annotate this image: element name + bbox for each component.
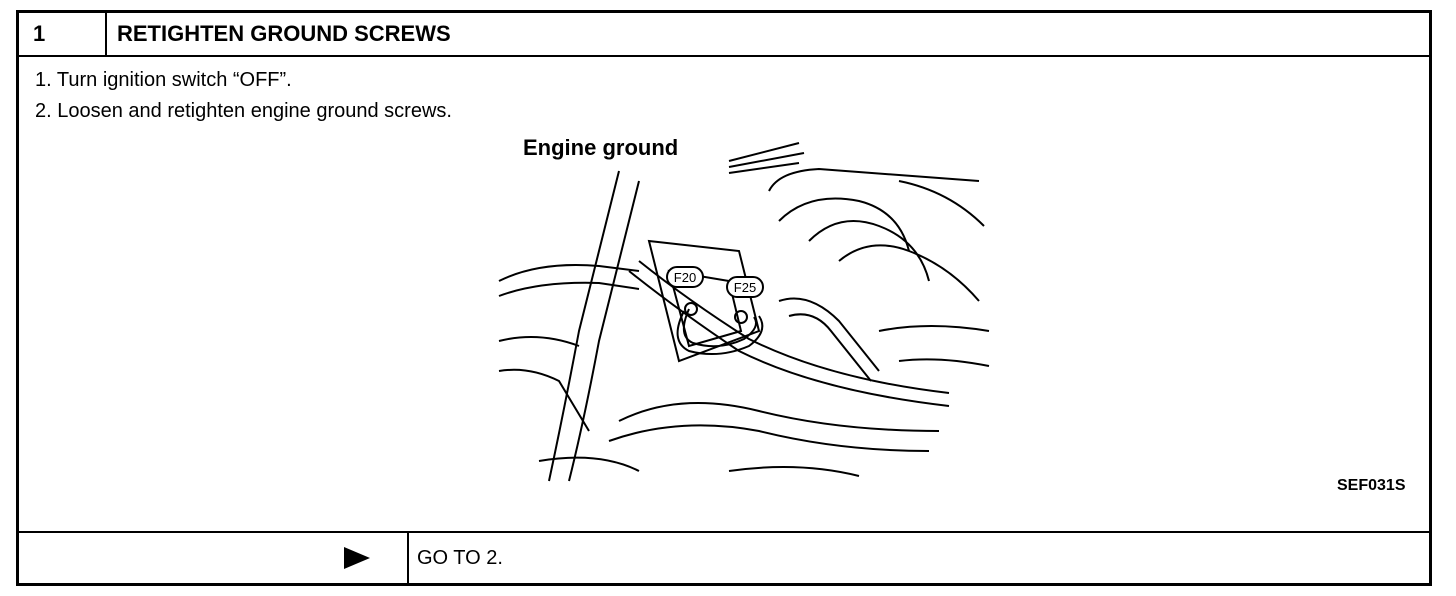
step-number: 1 xyxy=(19,13,107,55)
step-header: 1 RETIGHTEN GROUND SCREWS xyxy=(19,13,1429,57)
figure-label: Engine ground xyxy=(523,135,679,160)
connector-label-f25: F25 xyxy=(734,280,756,295)
instruction-item-2: 2. Loosen and retighten engine ground sc… xyxy=(35,100,452,122)
instruction-item-1: 1. Turn ignition switch “OFF”. xyxy=(35,69,292,91)
step-footer: GO TO 2. xyxy=(19,531,1429,583)
instruction-list: 1. Turn ignition switch “OFF”. 2. Loosen… xyxy=(35,65,452,127)
procedure-table: 1 RETIGHTEN GROUND SCREWS 1. Turn igniti… xyxy=(16,10,1432,586)
figure-code: SEF031S xyxy=(1337,477,1406,494)
step-title: RETIGHTEN GROUND SCREWS xyxy=(117,21,451,46)
go-to-step-link[interactable]: GO TO 2. xyxy=(417,547,503,569)
right-triangle-icon xyxy=(344,547,370,569)
engine-illustration: F20 F25 xyxy=(498,142,990,482)
connector-label-f20: F20 xyxy=(674,270,696,285)
arrow-cell xyxy=(19,533,409,583)
